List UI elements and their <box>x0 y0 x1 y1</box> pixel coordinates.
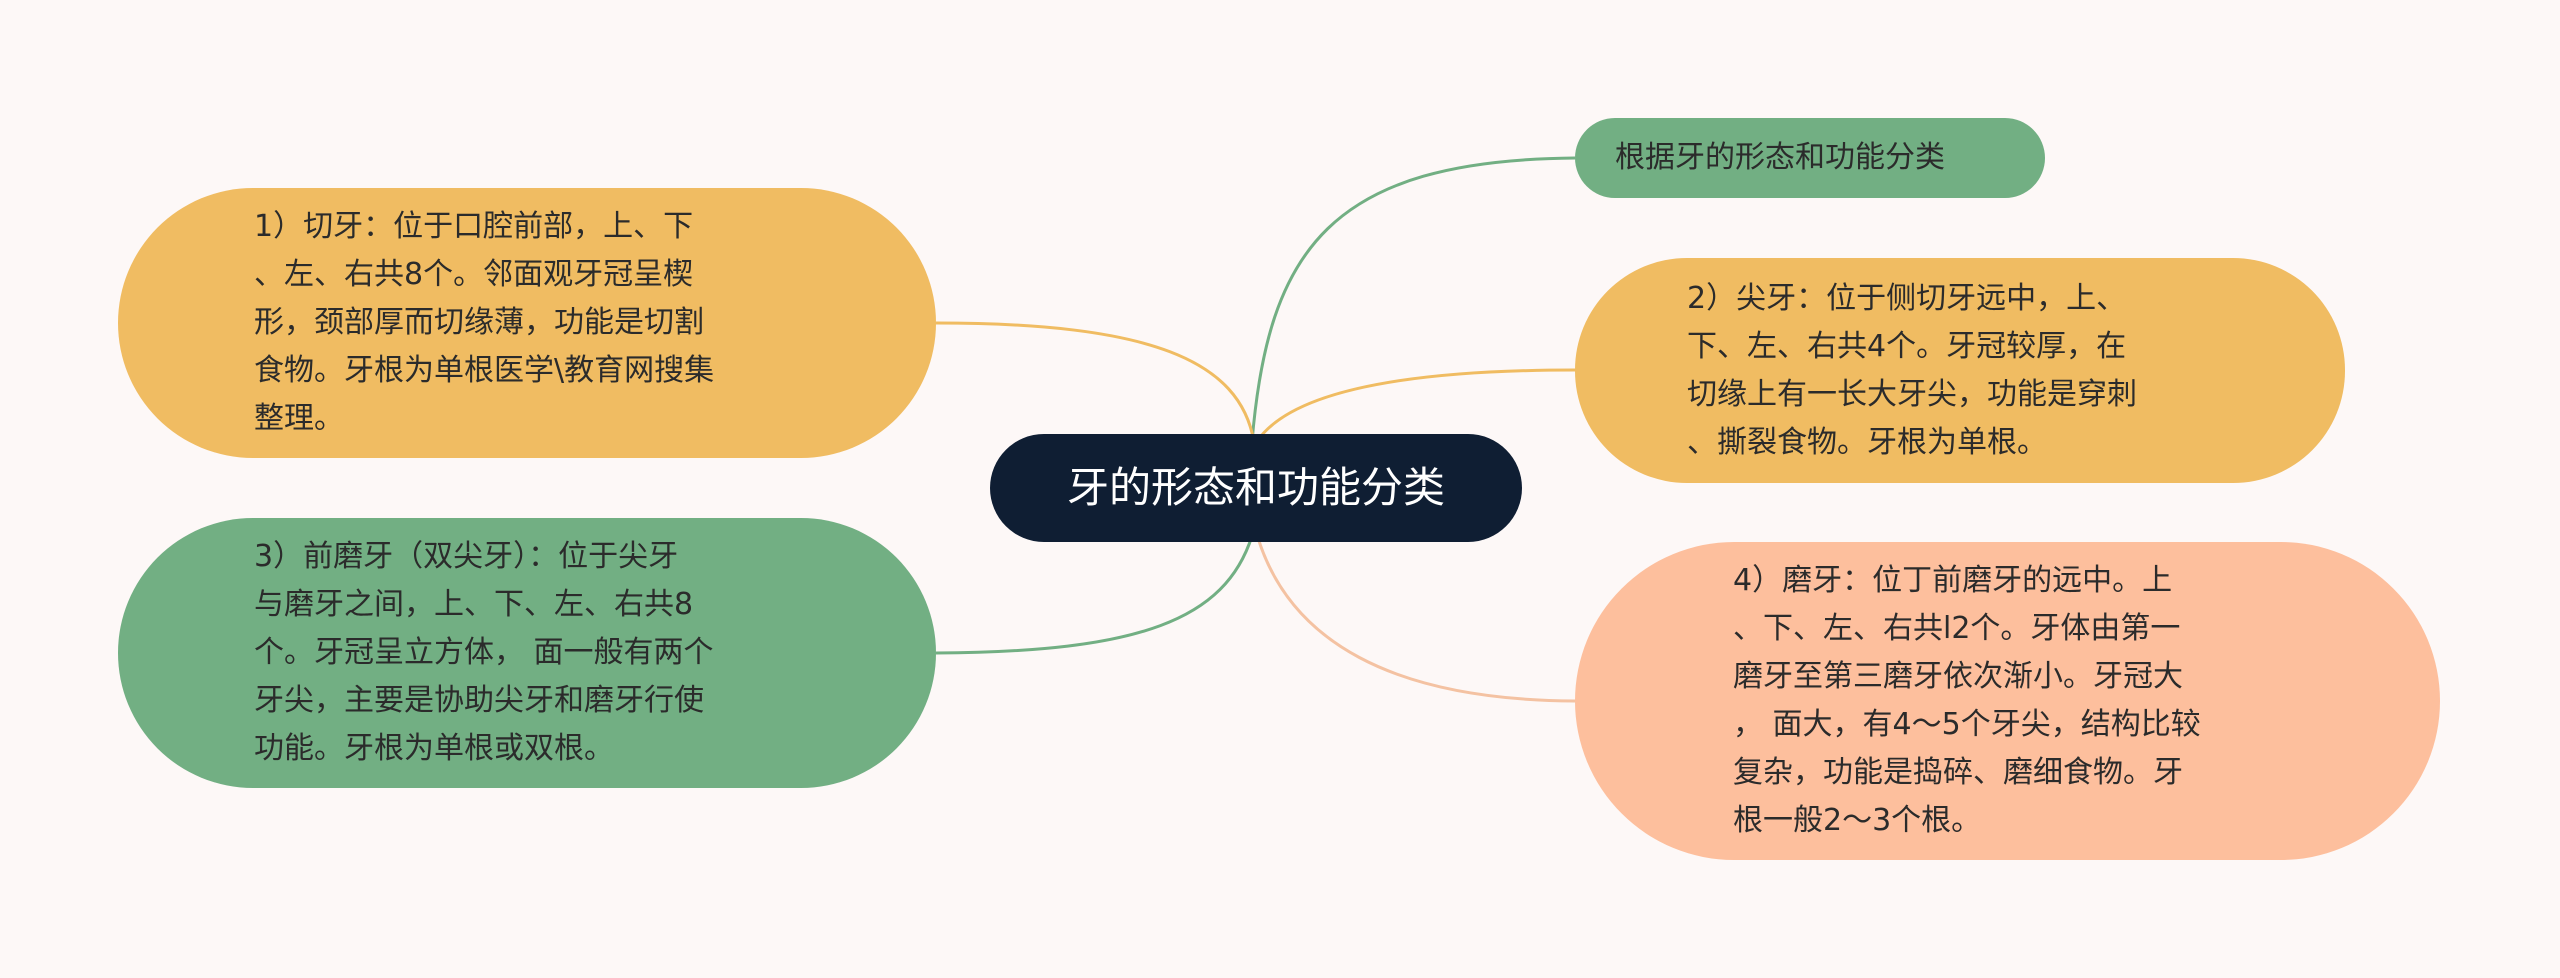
topic-canine[interactable]: 2）尖牙：位于侧切牙远中，上、 下、左、右共4个。牙冠较厚，在 切缘上有一长大牙… <box>1575 258 2345 483</box>
topic-canine-label: 2）尖牙：位于侧切牙远中，上、 下、左、右共4个。牙冠较厚，在 切缘上有一长大牙… <box>1687 280 2137 460</box>
connector-classification <box>1250 156 1576 443</box>
connector-incisor <box>935 321 1256 443</box>
topic-premolar[interactable]: 3）前磨牙（双尖牙）：位于尖牙 与磨牙之间，上、下、左、右共8 个。牙冠呈立方体… <box>118 518 936 788</box>
connector-molar <box>1256 537 1576 703</box>
central-topic-label: 牙的形态和功能分类 <box>1066 463 1445 512</box>
topic-molar-label: 4）磨牙：位丁前磨牙的远中。上 、下、左、右共l2个。牙体由第一 磨牙至第三磨牙… <box>1733 563 2201 838</box>
connector-premolar <box>935 535 1254 655</box>
topic-premolar-label: 3）前磨牙（双尖牙）：位于尖牙 与磨牙之间，上、下、左、右共8 个。牙冠呈立方体… <box>254 539 714 766</box>
central-topic[interactable]: 牙的形态和功能分类 <box>990 434 1522 542</box>
topic-classification-label: 根据牙的形态和功能分类 <box>1615 140 1945 175</box>
topic-incisor[interactable]: 1）切牙：位于口腔前部，上、下 、左、右共8个。邻面观牙冠呈楔 形，颈部厚而切缘… <box>118 188 936 458</box>
topic-classification[interactable]: 根据牙的形态和功能分类 <box>1575 118 2045 198</box>
connector-canine <box>1256 368 1576 441</box>
topic-molar[interactable]: 4）磨牙：位丁前磨牙的远中。上 、下、左、右共l2个。牙体由第一 磨牙至第三磨牙… <box>1575 542 2440 860</box>
topic-incisor-label: 1）切牙：位于口腔前部，上、下 、左、右共8个。邻面观牙冠呈楔 形，颈部厚而切缘… <box>254 209 715 436</box>
